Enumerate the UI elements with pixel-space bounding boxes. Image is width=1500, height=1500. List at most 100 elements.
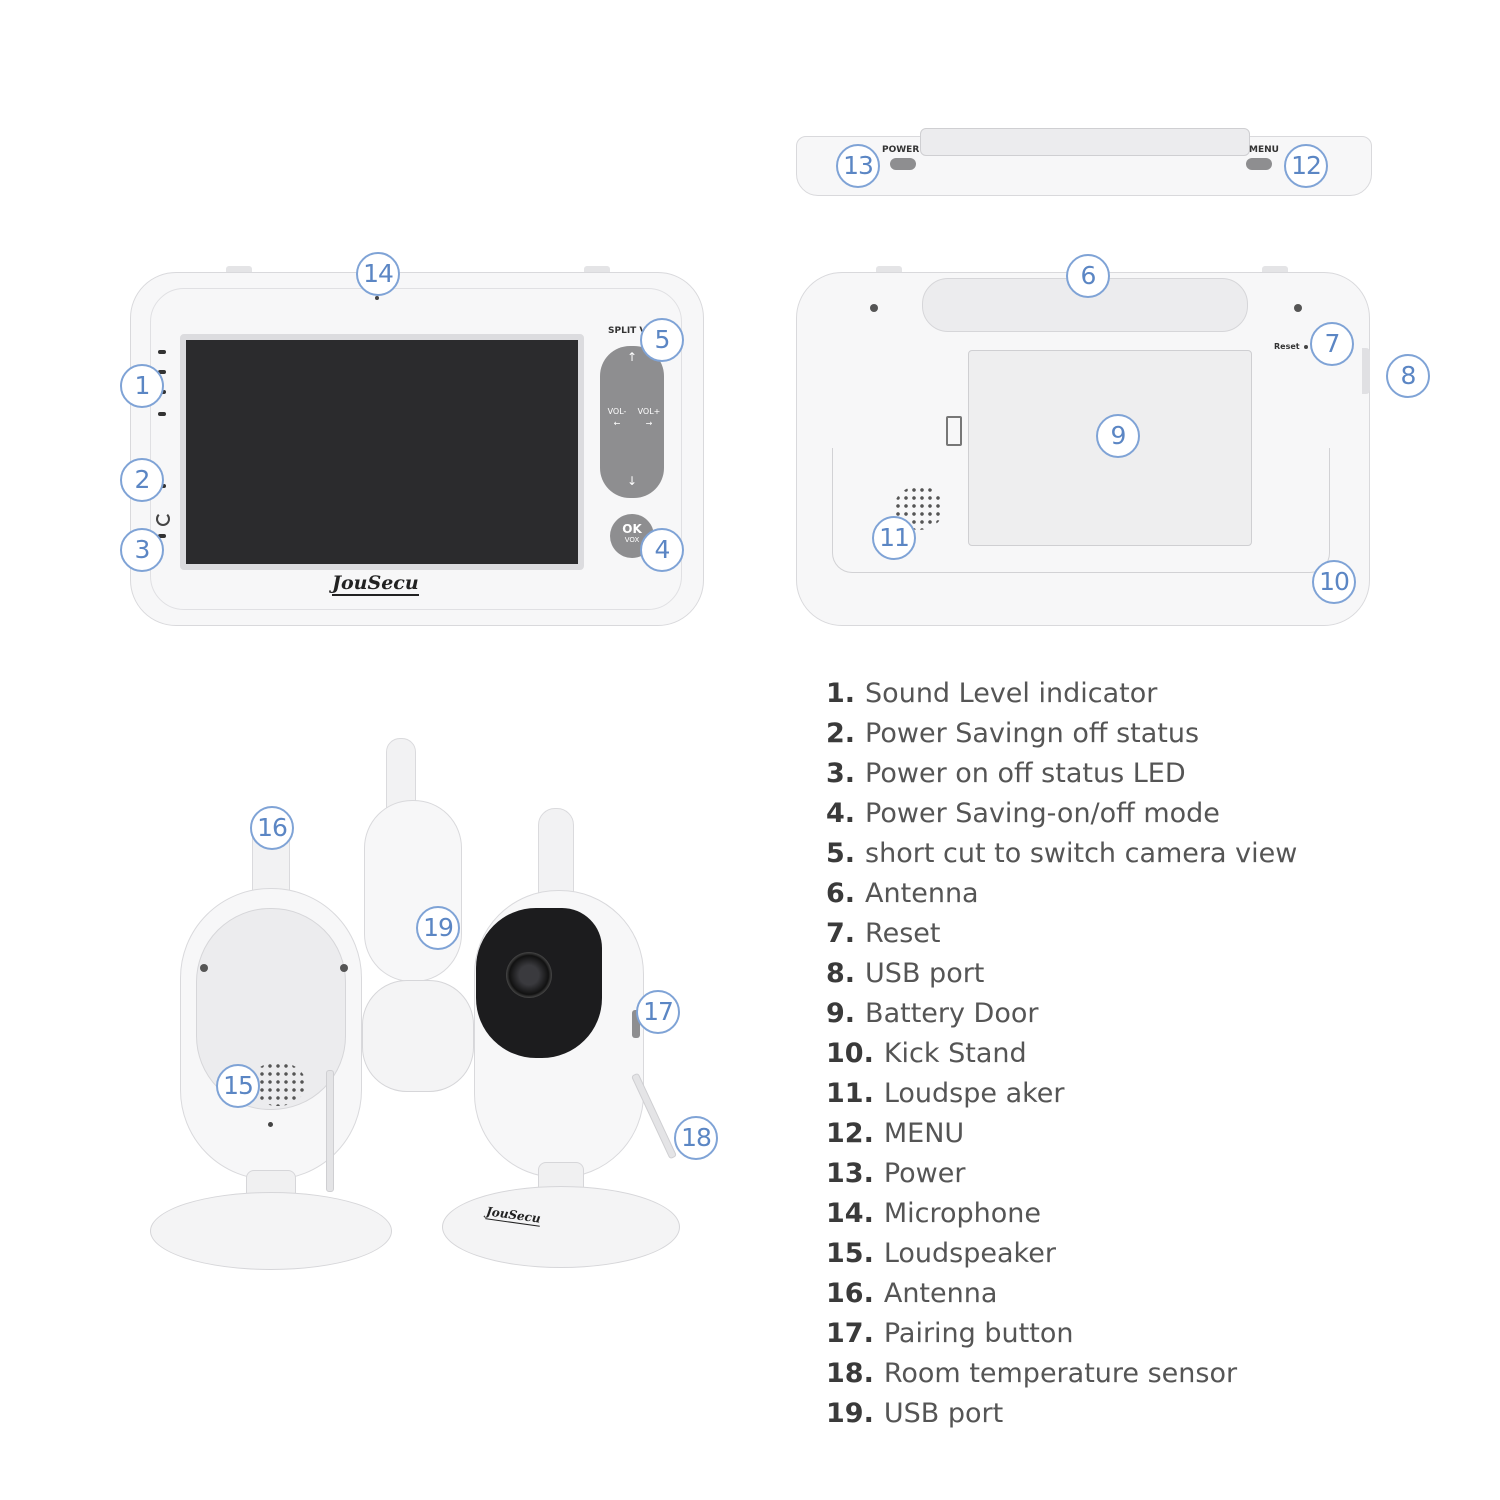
screw <box>200 964 208 972</box>
legend-number: 16. <box>826 1278 874 1309</box>
legend-number: 5. <box>826 838 856 869</box>
reset-label: Reset <box>1274 342 1300 351</box>
top-clip-left <box>876 266 902 276</box>
down-button[interactable]: ↓ <box>626 474 638 488</box>
legend-number: 4. <box>826 798 856 829</box>
callout-8: 8 <box>1386 354 1430 398</box>
legend-item: 17. Pairing button <box>826 1314 1297 1354</box>
screw <box>870 304 878 312</box>
legend-item: 8.USB port <box>826 954 1297 994</box>
legend-item: 10.Kick Stand <box>826 1034 1297 1074</box>
legend-number: 14. <box>826 1198 874 1229</box>
control-pad <box>600 346 664 498</box>
legend-item: 4.Power Saving-on/off mode <box>826 794 1297 834</box>
vol-minus-label: VOL- <box>607 407 627 416</box>
legend-number: 3. <box>826 758 856 789</box>
up-button[interactable]: ↑ <box>626 350 638 364</box>
legend-text: Microphone <box>883 1198 1042 1229</box>
screw <box>1294 304 1302 312</box>
callout-18: 18 <box>674 1116 718 1160</box>
pairing-button[interactable] <box>632 1010 640 1038</box>
kickstand-edge <box>920 128 1250 156</box>
legend-text: Antenna <box>883 1278 998 1309</box>
feature-legend: 1.Sound Level indicator 2.Power Savingn … <box>826 674 1297 1434</box>
legend-number: 8. <box>826 958 856 989</box>
legend-number: 17. <box>826 1318 874 1349</box>
monitor-front-view: SPLIT V ↑ VOL-← VOL+→ ↓ OK VOX JouSecu <box>130 266 704 626</box>
top-clip-right <box>1262 266 1288 276</box>
camera-back-base <box>150 1192 392 1270</box>
callout-10: 10 <box>1312 560 1356 604</box>
legend-number: 9. <box>826 998 856 1029</box>
legend-item: 3. Power on off status LED <box>826 754 1297 794</box>
monitor-back-view: Reset <box>796 266 1372 626</box>
monitor-front-bezel <box>150 288 682 610</box>
legend-text: Power Savingn off status <box>865 718 1200 749</box>
legend-item: 12. MENU <box>826 1114 1297 1154</box>
menu-label: MENU <box>1249 145 1279 155</box>
legend-item: 15.Loudspeaker <box>826 1234 1297 1274</box>
legend-number: 19. <box>826 1398 874 1429</box>
legend-item: 14. Microphone <box>826 1194 1297 1234</box>
legend-number: 12. <box>826 1118 874 1149</box>
legend-number: 1. <box>826 678 856 709</box>
camera-lens <box>506 952 552 998</box>
brand-logo: JouSecu <box>332 572 419 596</box>
legend-item: 16. Antenna <box>826 1274 1297 1314</box>
callout-7: 7 <box>1310 322 1354 366</box>
power-led <box>158 534 166 538</box>
usb-port[interactable] <box>1362 348 1370 394</box>
callout-15: 15 <box>216 1064 260 1108</box>
legend-text: Reset <box>865 918 941 949</box>
callout-9: 9 <box>1096 414 1140 458</box>
legend-text: Battery Door <box>865 998 1039 1029</box>
monitor-top-view: POWER MENU <box>796 118 1372 196</box>
callout-2: 2 <box>120 458 164 502</box>
legend-text: Antenna <box>865 878 979 909</box>
vox-label: VOX <box>624 536 640 544</box>
temperature-sensor-cable <box>326 1070 334 1192</box>
legend-number: 15. <box>826 1238 874 1269</box>
sound-level-led <box>158 412 166 416</box>
vol-minus-button[interactable]: VOL-← <box>607 407 627 428</box>
legend-number: 11. <box>826 1078 874 1109</box>
callout-17: 17 <box>636 990 680 1034</box>
legend-number: 10. <box>826 1038 874 1069</box>
callout-12: 12 <box>1284 144 1328 188</box>
legend-item: 18.Room temperature sensor <box>826 1354 1297 1394</box>
legend-text: Power on off status LED <box>865 758 1186 789</box>
legend-item: 19. USB port <box>826 1394 1297 1434</box>
legend-item: 13. Power <box>826 1154 1297 1194</box>
power-button[interactable] <box>890 158 916 170</box>
vol-plus-label: VOL+ <box>637 407 661 416</box>
legend-text: Loudspe aker <box>883 1078 1065 1109</box>
legend-item: 1. Sound Level indicator <box>826 674 1297 714</box>
legend-item: 6. Antenna <box>826 874 1297 914</box>
vol-plus-button[interactable]: VOL+→ <box>637 407 661 428</box>
power-label: POWER <box>882 145 920 155</box>
camera-middle-base <box>362 980 474 1092</box>
legend-number: 13. <box>826 1158 874 1189</box>
legend-text: short cut to switch camera view <box>865 838 1298 869</box>
battery-latch <box>946 416 962 446</box>
callout-1: 1 <box>120 364 164 408</box>
callout-11: 11 <box>872 516 916 560</box>
top-clip-left <box>226 266 252 276</box>
legend-number: 6. <box>826 878 856 909</box>
menu-button[interactable] <box>1246 158 1272 170</box>
legend-text: Pairing button <box>883 1318 1074 1349</box>
callout-6: 6 <box>1066 254 1110 298</box>
microphone-hole <box>375 296 379 300</box>
screw <box>340 964 348 972</box>
legend-text: Sound Level indicator <box>865 678 1158 709</box>
reset-hole[interactable] <box>1304 345 1308 349</box>
legend-text: USB port <box>883 1398 1004 1429</box>
camera-middle-body <box>364 800 462 982</box>
sound-level-led <box>158 370 166 374</box>
callout-14: 14 <box>356 252 400 296</box>
legend-text: MENU <box>883 1118 965 1149</box>
legend-item: 5. short cut to switch camera view <box>826 834 1297 874</box>
legend-text: Power <box>883 1158 966 1189</box>
kick-stand[interactable] <box>832 448 1330 573</box>
callout-19: 19 <box>416 906 460 950</box>
